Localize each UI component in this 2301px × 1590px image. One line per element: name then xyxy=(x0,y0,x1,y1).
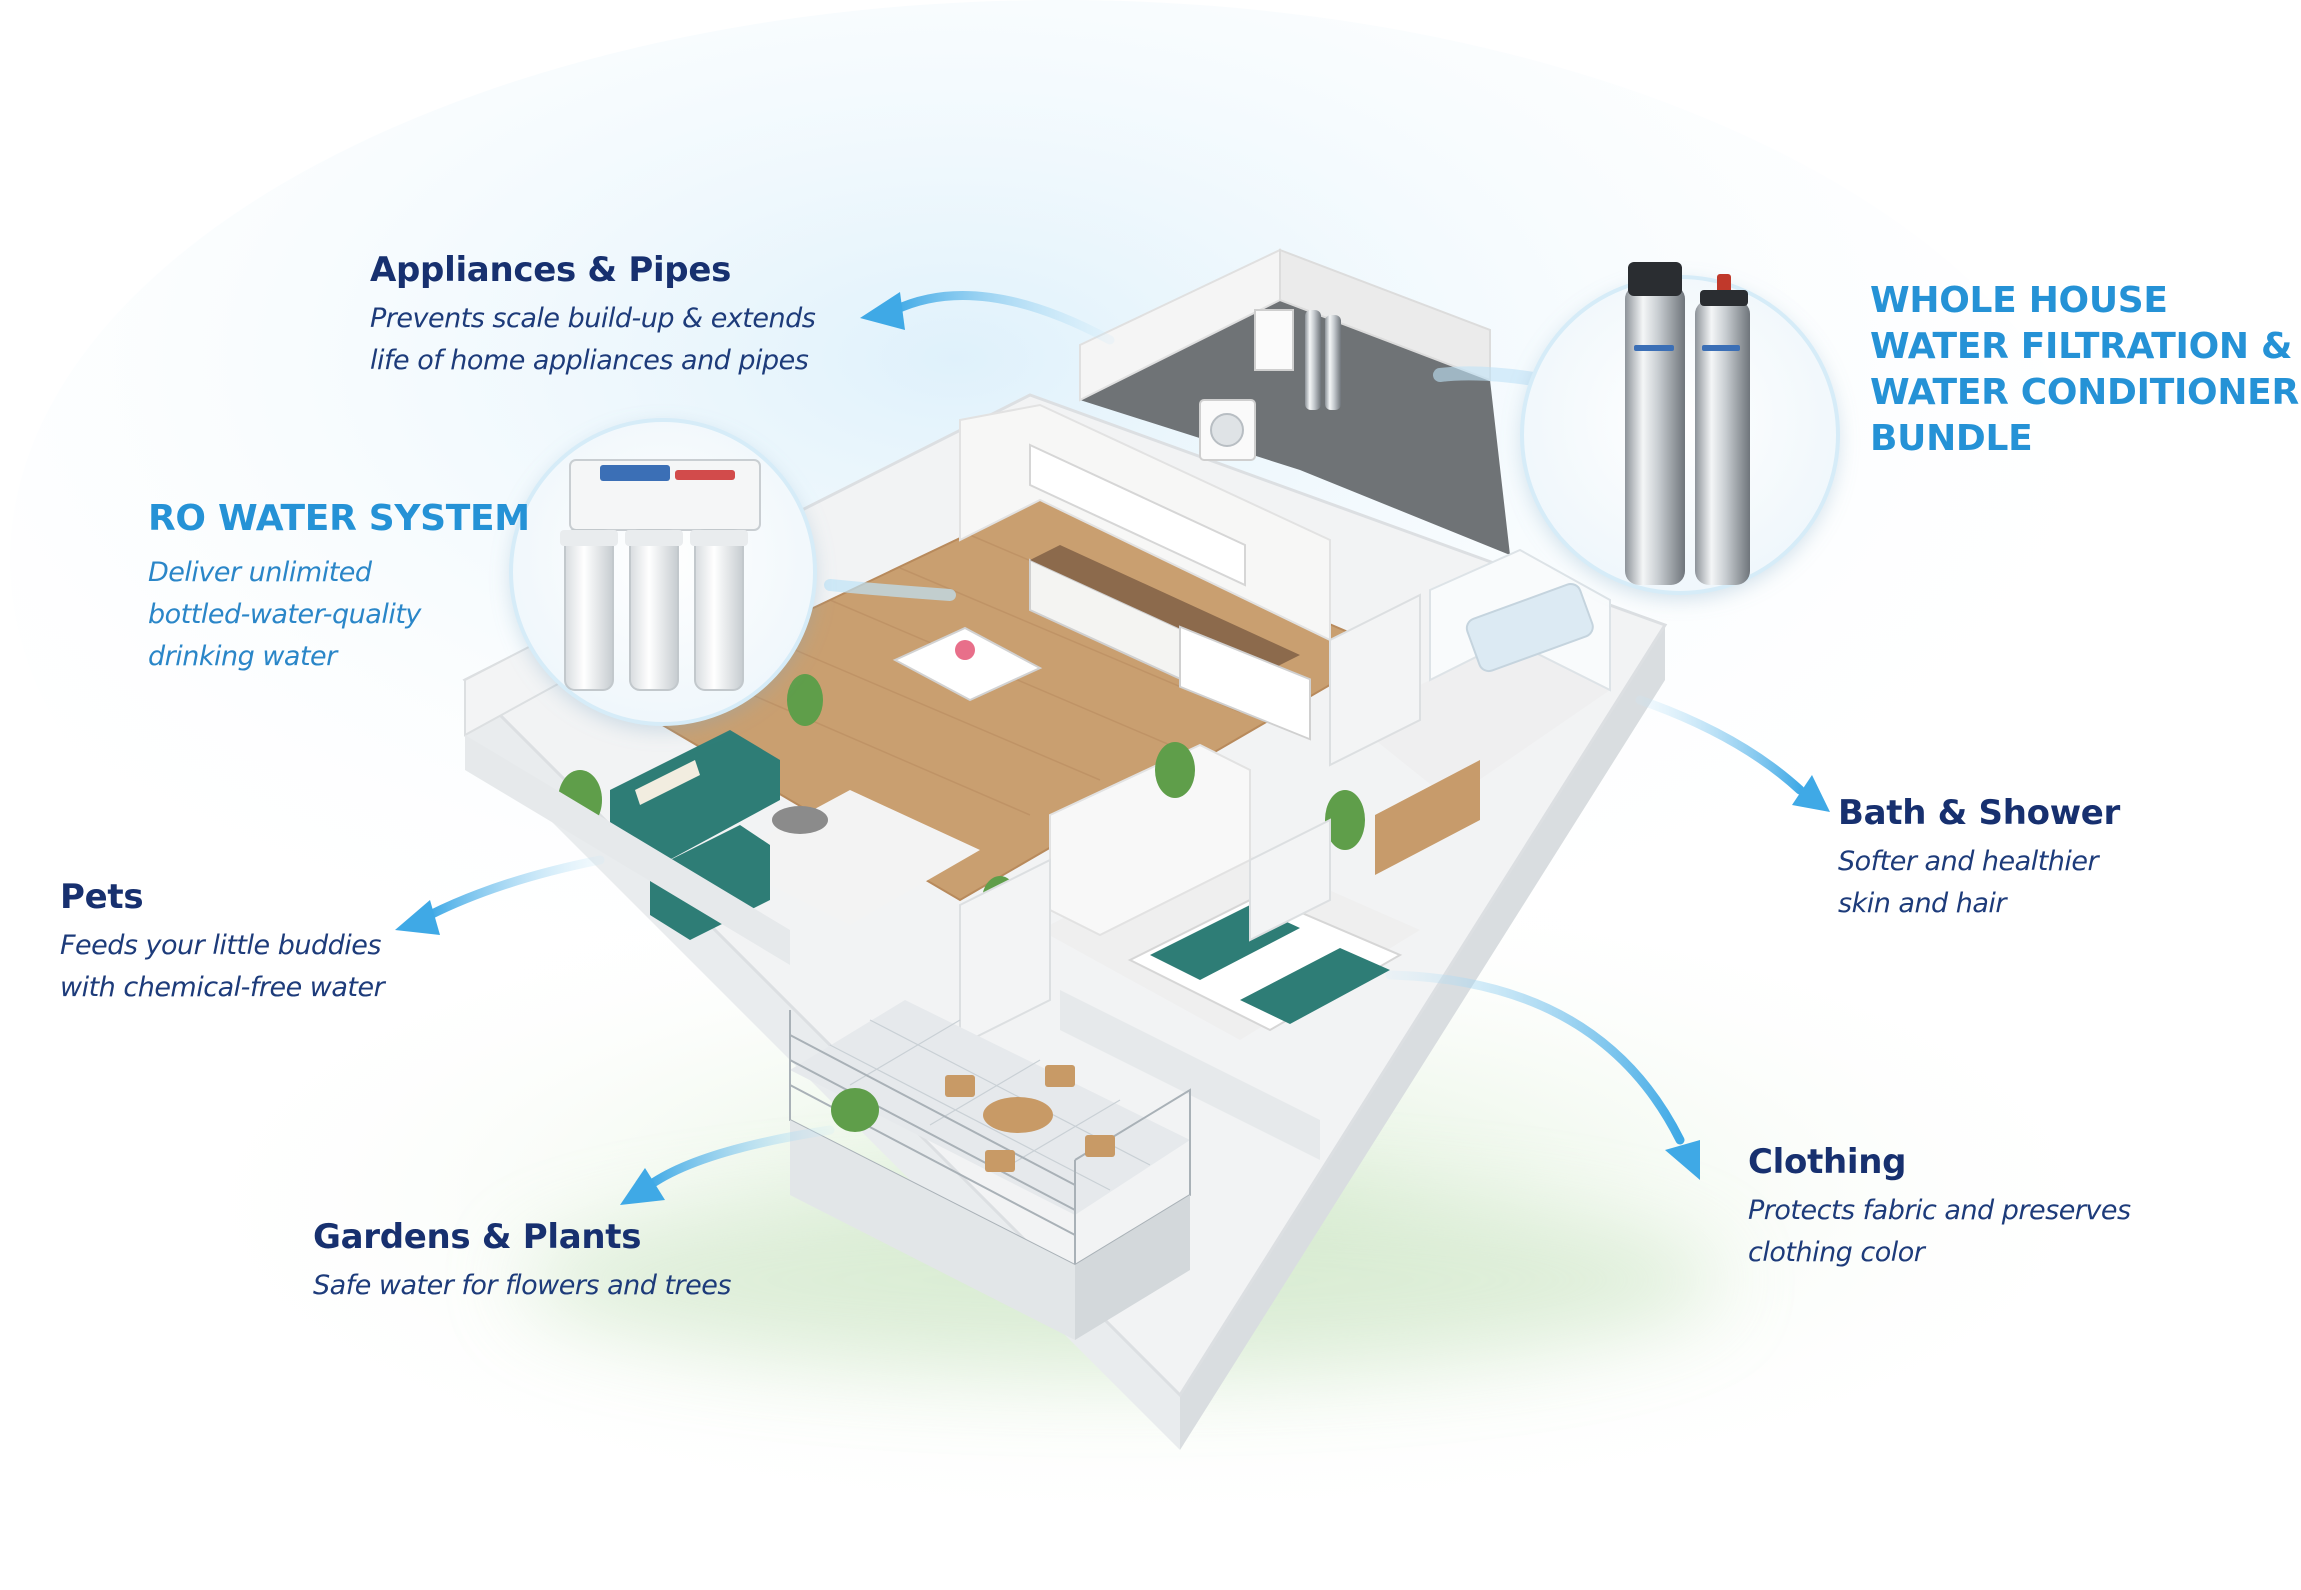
sofa xyxy=(610,730,780,865)
ro-system-bubble xyxy=(509,418,817,726)
right-outer-wall xyxy=(1180,625,1665,1450)
whole-house-title: WHOLE HOUSE WATER FILTRATION & WATER CON… xyxy=(1870,280,2299,459)
arrow-clothing xyxy=(1385,970,1685,1145)
living-front-wall xyxy=(465,735,790,965)
bath-title: Bath & Shower xyxy=(1838,793,2121,833)
appliances-title: Appliances & Pipes xyxy=(370,250,732,290)
arrow-appliances xyxy=(890,290,1115,345)
label-pets: Pets Feeds your little buddies with chem… xyxy=(60,877,385,1009)
label-clothing: Clothing Protects fabric and preserves c… xyxy=(1748,1142,2131,1274)
bedroom-front-wall xyxy=(1060,990,1320,1160)
pets-title: Pets xyxy=(60,877,144,917)
living-rug xyxy=(720,790,980,925)
kitchen-island xyxy=(1179,625,1311,741)
ro-system-title: RO WATER SYSTEM xyxy=(148,498,530,539)
bed-base xyxy=(1127,893,1403,1032)
bathtub xyxy=(1465,582,1594,673)
label-ro-system: RO WATER SYSTEM Deliver unlimited bottle… xyxy=(148,496,530,678)
clothing-title: Clothing xyxy=(1748,1142,1907,1182)
small-filter-tank-1 xyxy=(1305,310,1321,410)
tank-left xyxy=(1625,285,1685,585)
filtration-tanks xyxy=(1625,262,1750,585)
water-heater xyxy=(1254,309,1294,371)
bath-desc: Softer and healthier skin and hair xyxy=(1838,846,2099,919)
appliances-desc: Prevents scale build-up & extends life o… xyxy=(370,303,816,376)
coffee-table xyxy=(772,806,828,834)
arrow-pets xyxy=(425,855,605,920)
arrowhead-pets xyxy=(395,900,440,935)
small-filter-tank-2 xyxy=(1325,315,1341,410)
arrow-gardens xyxy=(645,1125,835,1190)
arrowhead-gardens xyxy=(620,1168,665,1205)
label-appliances: Appliances & Pipes Prevents scale build-… xyxy=(370,250,816,382)
wood-floor xyxy=(620,500,1390,900)
ro-system-desc: Deliver unlimited bottled-water-quality … xyxy=(148,557,421,672)
whole-house-bubble xyxy=(1520,262,1840,595)
arrowhead-bath xyxy=(1792,775,1830,812)
bathroom-vanity xyxy=(1375,760,1480,875)
arrowhead-clothing xyxy=(1665,1140,1700,1180)
bed-blanket-2 xyxy=(1240,948,1390,1024)
label-gardens: Gardens & Plants Safe water for flowers … xyxy=(313,1217,731,1307)
arrows xyxy=(395,290,1830,1205)
arrow-bath xyxy=(1635,695,1805,795)
patio-table xyxy=(983,1097,1053,1133)
dining-table xyxy=(892,626,1043,702)
clothing-desc: Protects fabric and preserves clothing c… xyxy=(1748,1195,2131,1268)
arrowhead-appliances xyxy=(860,292,905,330)
pets-desc: Feeds your little buddies with chemical-… xyxy=(60,930,385,1003)
gardens-desc: Safe water for flowers and trees xyxy=(313,1270,731,1301)
bathroom-floor xyxy=(1350,640,1610,800)
tank-right xyxy=(1695,300,1750,585)
house-cutaway xyxy=(462,248,1720,1450)
kitchen-upper-cabinets xyxy=(1029,443,1246,587)
laundry-floor xyxy=(1080,300,1510,555)
ro-filter-unit xyxy=(560,459,761,691)
gardens-title: Gardens & Plants xyxy=(313,1217,642,1257)
label-whole-house: WHOLE HOUSE WATER FILTRATION & WATER CON… xyxy=(1870,278,2299,462)
label-bath: Bath & Shower Softer and healthier skin … xyxy=(1838,793,2120,925)
